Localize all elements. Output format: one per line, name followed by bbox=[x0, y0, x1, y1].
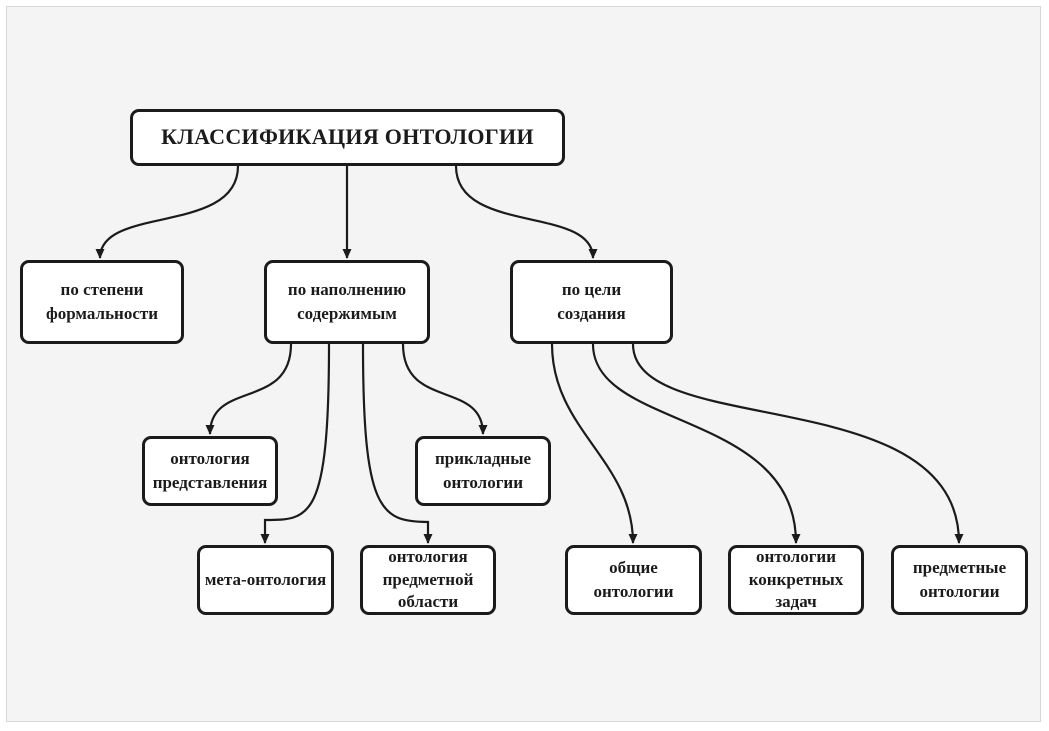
node-subject-ontologies: предметные онтологии bbox=[891, 545, 1028, 615]
edge-content-to-domain bbox=[361, 343, 433, 544]
edge-root-to-purpose bbox=[454, 165, 598, 259]
edge-content-to-representation bbox=[205, 343, 293, 435]
node-by-purpose: по цели создания bbox=[510, 260, 673, 344]
node-general-ontologies: общие онтологии bbox=[565, 545, 702, 615]
node-by-content-label: по наполнению содержимым bbox=[287, 280, 407, 323]
node-by-purpose-label: по цели создания bbox=[557, 280, 626, 323]
node-domain-ontology: онтология предметной области bbox=[360, 545, 496, 615]
node-representation-ontology-label: онтология представления bbox=[152, 449, 268, 492]
node-subject-ontologies-label: предметные онтологии bbox=[912, 558, 1007, 601]
node-task-ontologies-label: онтологии конкретных задач bbox=[748, 546, 844, 612]
node-by-formality-label: по степени формальности bbox=[45, 280, 159, 323]
edge-content-to-applied bbox=[401, 343, 488, 435]
node-by-content: по наполнению содержимым bbox=[264, 260, 430, 344]
node-representation-ontology: онтология представления bbox=[142, 436, 278, 506]
edge-purpose-to-subject bbox=[631, 343, 964, 544]
node-domain-ontology-label: онтология предметной области bbox=[382, 546, 474, 612]
edge-purpose-to-general bbox=[550, 343, 638, 544]
edge-root-to-formality bbox=[95, 165, 240, 259]
edge-content-to-meta bbox=[260, 343, 331, 544]
node-meta-ontology: мета-онтология bbox=[197, 545, 334, 615]
node-applied-ontologies-label: прикладные онтологии bbox=[434, 449, 532, 492]
node-root-title: КЛАССИФИКАЦИЯ ОНТОЛОГИИ bbox=[130, 109, 565, 166]
node-root-title-label: КЛАССИФИКАЦИЯ ОНТОЛОГИИ bbox=[161, 124, 534, 150]
edge-purpose-to-tasks bbox=[591, 343, 801, 544]
node-meta-ontology-label: мета-онтология bbox=[204, 570, 327, 590]
node-task-ontologies: онтологии конкретных задач bbox=[728, 545, 864, 615]
node-general-ontologies-label: общие онтологии bbox=[593, 558, 674, 601]
node-applied-ontologies: прикладные онтологии bbox=[415, 436, 551, 506]
node-by-formality: по степени формальности bbox=[20, 260, 184, 344]
